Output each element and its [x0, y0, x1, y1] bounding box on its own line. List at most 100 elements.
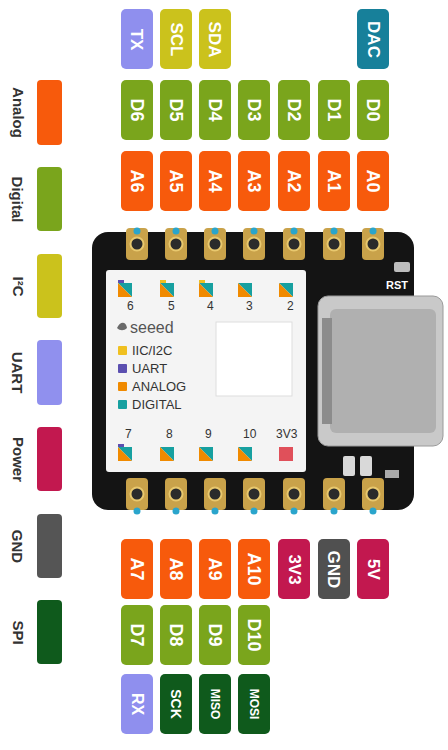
pin-dot [251, 508, 258, 515]
pin-label: D2 [278, 80, 310, 140]
pin-name: A10 [245, 552, 263, 585]
usb-c-connector [318, 296, 443, 446]
pin-name: DAC [365, 21, 382, 58]
pad-hole [170, 238, 183, 251]
legend-label: UART [8, 340, 28, 405]
pin-name: GND [326, 550, 343, 588]
pin-label: DAC [357, 9, 389, 69]
pad-hole [328, 488, 341, 501]
pin-dot [134, 508, 141, 515]
brand-logo: seeed [130, 320, 174, 336]
legend-text: UART [132, 362, 167, 375]
pin-name: SCL [168, 22, 185, 56]
pin-name: TX [128, 28, 145, 50]
legend-swatch [37, 80, 62, 145]
pin-label: SCK [160, 674, 192, 734]
legend-text: SPI [11, 620, 26, 644]
pin-label: D8 [160, 605, 192, 665]
legend-swatch [37, 514, 62, 578]
pad-hole [170, 488, 183, 501]
pin-name: MISO [209, 689, 221, 720]
pin-number: 5 [168, 300, 175, 312]
pin-name: D5 [167, 98, 185, 121]
pin-label: D7 [121, 605, 153, 665]
pad [204, 228, 226, 260]
pin-function-icons [118, 280, 293, 461]
legend-swatch [37, 600, 62, 664]
pin-label: TX [121, 9, 153, 69]
pin-name: 3V3 [286, 554, 303, 584]
legend-swatch [37, 427, 62, 491]
pin-label: D3 [238, 80, 270, 140]
pin-name: SDA [207, 21, 224, 57]
pin-name: D8 [167, 623, 185, 646]
analog-icon [238, 447, 252, 461]
pin-label: MISO [199, 674, 231, 734]
pad-hole [367, 238, 380, 251]
digital-icon [160, 447, 174, 461]
digital-icon [118, 447, 132, 461]
seeed-logo-icon [117, 323, 127, 331]
pin-label: A6 [121, 151, 153, 211]
pad [283, 228, 305, 260]
legend-text: Digital [11, 176, 26, 222]
pin-label: A10 [238, 539, 270, 599]
power-icon [279, 447, 293, 461]
legend-swatch [118, 400, 127, 409]
pin-label: SDA [199, 9, 231, 69]
legend-label: Power [8, 427, 28, 491]
legend-label: I²C [8, 254, 28, 318]
pin-label: A8 [160, 539, 192, 599]
reset-button [394, 262, 410, 272]
pin-label: RX [121, 674, 153, 734]
pin-name: MOSI [248, 689, 260, 720]
legend-swatch [118, 346, 127, 355]
pad [243, 478, 265, 510]
legend-swatch [37, 167, 62, 231]
pin-label: D4 [199, 80, 231, 140]
pin-label: A4 [199, 151, 231, 211]
digital-icon [118, 283, 132, 297]
pad-hole [288, 238, 301, 251]
pad-hole [248, 488, 261, 501]
pin-name: A7 [128, 557, 146, 580]
digital-icon [199, 447, 213, 461]
pin-label: D9 [199, 605, 231, 665]
pin-name: A0 [364, 169, 382, 192]
pin-label: A7 [121, 539, 153, 599]
pin-label: D1 [318, 80, 350, 140]
pad-hole [209, 488, 222, 501]
pin-label: D0 [357, 80, 389, 140]
pad-hole [209, 238, 222, 251]
pin-label: GND [318, 539, 350, 599]
pad [323, 478, 345, 510]
pin-label: A1 [318, 151, 350, 211]
legend-label: Digital [8, 167, 28, 231]
pin-number: 2 [287, 300, 294, 312]
pin-dot [370, 228, 377, 235]
pin-label: 3V3 [278, 539, 310, 599]
button-label: RST [386, 280, 408, 291]
pin-name: A9 [206, 557, 224, 580]
pin-label: MOSI [238, 674, 270, 734]
pad-hole [131, 238, 144, 251]
pin-number: 6 [127, 300, 134, 312]
pin-name: D9 [206, 623, 224, 646]
legend-swatch [37, 340, 62, 405]
pad [283, 478, 305, 510]
function-mark [118, 280, 124, 283]
legend-swatch [37, 254, 62, 318]
usb-c-edge [322, 318, 332, 424]
pin-number: 3V3 [276, 428, 297, 440]
pad [126, 478, 148, 510]
pin-number: 7 [125, 428, 132, 440]
pin-dot [331, 228, 338, 235]
pin-number: 3 [246, 300, 253, 312]
analog-icon [279, 283, 293, 297]
pad-hole [367, 488, 380, 501]
function-mark [199, 280, 205, 283]
legend-text: DIGITAL [132, 398, 182, 411]
pad [362, 478, 384, 510]
pin-dot [291, 228, 298, 235]
pin-label: A0 [357, 151, 389, 211]
